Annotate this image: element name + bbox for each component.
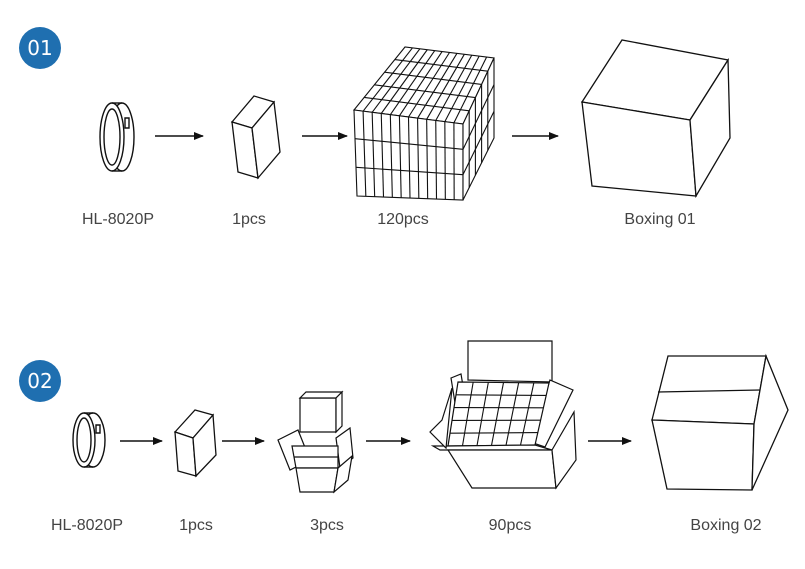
ring-product-icon-row2 — [73, 413, 105, 467]
label-3pcs: 3pcs — [310, 517, 344, 534]
label-90pcs: 90pcs — [488, 517, 532, 534]
open-box-3pcs — [278, 392, 353, 492]
label-product-row2: HL-8020P — [50, 517, 124, 534]
boxing-01-carton — [582, 40, 730, 196]
label-1pcs-row1: 1pcs — [232, 211, 266, 228]
carton-grid-120pcs — [354, 47, 494, 200]
boxing-02-carton — [652, 356, 788, 490]
label-1pcs-row2: 1pcs — [179, 517, 213, 534]
label-product-row1: HL-8020P — [81, 211, 155, 228]
label-boxing-02: Boxing 02 — [690, 517, 762, 534]
step-badge-02: 02 — [19, 360, 61, 402]
single-box-icon-row1 — [232, 96, 280, 178]
open-carton-90pcs — [430, 341, 576, 488]
ring-product-icon — [100, 103, 134, 171]
label-120pcs: 120pcs — [377, 211, 429, 228]
label-boxing-01: Boxing 01 — [624, 211, 696, 228]
single-box-icon-row2 — [175, 410, 216, 476]
step-badge-01: 01 — [19, 27, 61, 69]
